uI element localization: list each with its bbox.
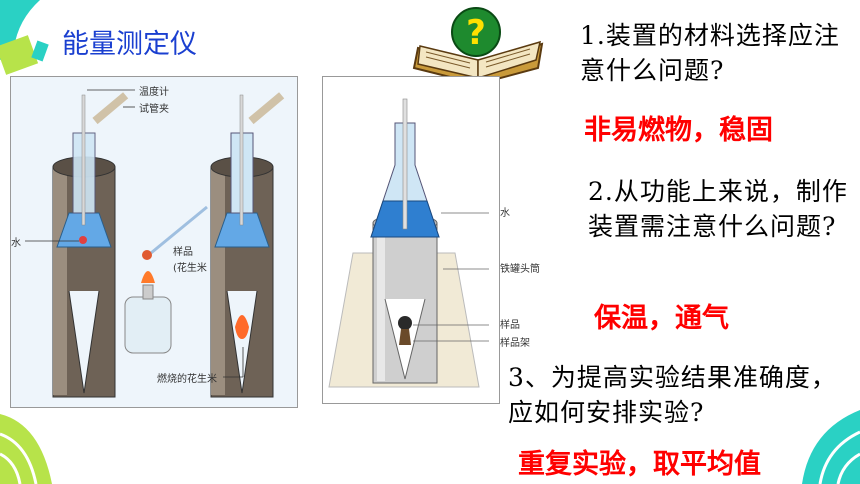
- page-title: 能量测定仪: [62, 29, 197, 60]
- question-2: 2.从功能上来说，制作装置需注意什么问题?: [588, 177, 848, 241]
- label-clamp: 试管夹: [139, 104, 169, 115]
- answer-3: 重复实验，取平均值: [518, 449, 761, 480]
- label-water: 水: [11, 238, 21, 249]
- label-sample-note: (花生米: [173, 263, 207, 274]
- label-sample: 样品: [173, 247, 193, 258]
- answer-1: 非易燃物，稳固: [584, 115, 773, 146]
- figure-right: [322, 76, 500, 404]
- corner-decoration-top: [0, 0, 49, 75]
- answer-2: 保温，通气: [594, 303, 729, 334]
- question-1: 1.装置的材料选择应注意什么问题?: [580, 21, 840, 85]
- label-thermometer: 温度计: [139, 87, 169, 98]
- corner-decoration-bottom-right: [802, 410, 860, 484]
- question-book-icon: ?: [412, 7, 544, 86]
- label-can: 铁罐头筒: [500, 264, 540, 275]
- calorimeter-diagram-left: [25, 89, 285, 398]
- question-3: 3、为提高实验结果准确度，应如何安排实验?: [508, 363, 837, 427]
- svg-text:?: ?: [466, 13, 486, 53]
- label-sample-holder: 样品架: [500, 338, 530, 349]
- label-burning-peanut: 燃烧的花生米: [157, 374, 217, 385]
- label-water-right: 水: [500, 208, 510, 219]
- label-sample-right: 样品: [500, 320, 520, 331]
- corner-decoration-bottom-left: [0, 414, 52, 484]
- figure-left: 温度计 试管夹 水 样品 (花生米 燃烧的花生米: [10, 76, 298, 408]
- calorimeter-diagram-right: [328, 98, 489, 388]
